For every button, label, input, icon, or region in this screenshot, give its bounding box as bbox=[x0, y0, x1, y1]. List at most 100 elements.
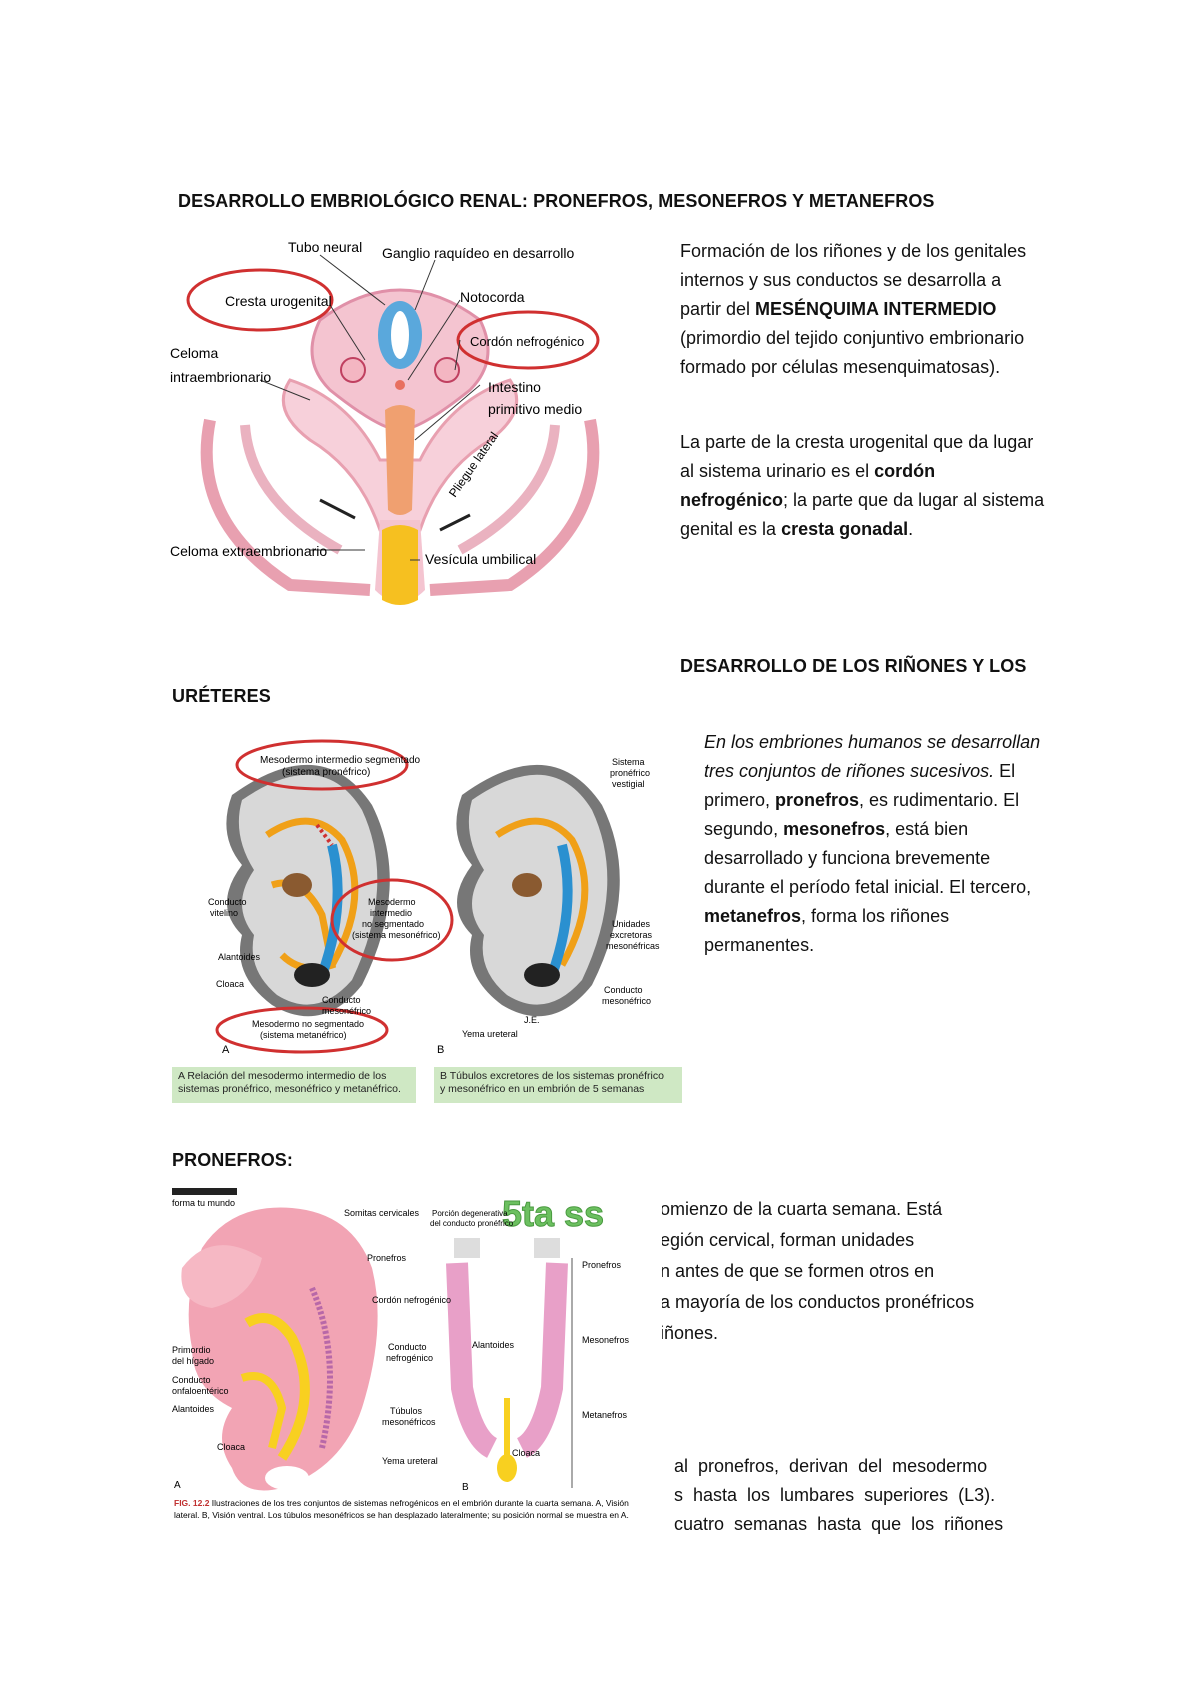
label-meta-2: (sistema metanéfrico) bbox=[260, 1030, 347, 1040]
label-vit-2: vitelino bbox=[210, 908, 238, 918]
section-heading-pronefros: PRONEFROS: bbox=[172, 1150, 294, 1170]
fig3-logo: forma tu mundo bbox=[172, 1198, 235, 1208]
label-mesonefros-r: Mesonefros bbox=[582, 1335, 630, 1345]
figure-cross-section: Tubo neural Ganglio raquídeo en desarrol… bbox=[170, 230, 660, 640]
label-unidades-2: excretoras bbox=[610, 930, 653, 940]
document-title: DESARROLLO EMBRIOLÓGICO RENAL: PRONEFROS… bbox=[178, 191, 935, 211]
mesonephros-left bbox=[446, 1262, 498, 1458]
label-ganglio: Ganglio raquídeo en desarrollo bbox=[382, 245, 574, 261]
intro-paragraph-2: La parte de la cresta urogenital que da … bbox=[680, 432, 1045, 539]
inner-wall-left bbox=[240, 424, 343, 555]
label-pronefros-r: Pronefros bbox=[582, 1260, 622, 1270]
label-alantoides-c: Alantoides bbox=[472, 1340, 515, 1350]
label-sist-pron-2: pronéfrico bbox=[610, 768, 650, 778]
highlight-cordon bbox=[456, 310, 600, 370]
label-cond-meso-1: Conducto bbox=[322, 995, 361, 1005]
nephrogenic-diagram: forma tu mundo 5ta ss Somitas cervicales… bbox=[172, 1188, 630, 1520]
label-noseg-1: Mesodermo bbox=[368, 897, 416, 907]
midgut bbox=[385, 405, 415, 515]
label-vit-1: Conducto bbox=[208, 897, 247, 907]
label-metanefros-r: Metanefros bbox=[582, 1410, 628, 1420]
fig2-caption-a: A Relación del mesodermo intermedio de l… bbox=[172, 1067, 416, 1103]
label-alantoides: Alantoides bbox=[218, 952, 261, 962]
label-noseg-3: no segmentado bbox=[362, 919, 424, 929]
label-alantoides: Alantoides bbox=[172, 1404, 215, 1414]
label-cordon: Cordón nefrogénico bbox=[372, 1295, 451, 1305]
label-celoma-extra: Celoma extraembrionario bbox=[170, 543, 327, 559]
ganglion-left bbox=[340, 357, 366, 383]
label-pronefros: Pronefros bbox=[367, 1253, 407, 1263]
section-heading-riñones: DESARROLLO DE LOS RIÑONES Y LOS bbox=[680, 656, 1027, 676]
nephrogenic-cord bbox=[309, 1286, 333, 1449]
label-somitas: Somitas cervicales bbox=[344, 1208, 420, 1218]
label-porcion-1: Porción degenerativa bbox=[432, 1209, 508, 1218]
section-heading-ureteres: URÉTERES bbox=[172, 686, 271, 706]
label-sist-pron-3: vestigial bbox=[612, 779, 645, 789]
label-primordio-2: del hígado bbox=[172, 1356, 214, 1366]
label-celoma-1: Celoma bbox=[170, 345, 218, 361]
label-letter-b: B bbox=[462, 1482, 469, 1493]
figure-nephrogenic-systems: forma tu mundo 5ta ss Somitas cervicales… bbox=[172, 1188, 662, 1560]
label-unidades-3: mesonéfricas bbox=[606, 941, 660, 951]
label-cond-b-2: mesonéfrico bbox=[602, 996, 651, 1006]
label-conducto-2: nefrogénico bbox=[386, 1353, 433, 1363]
label-tubo-neural: Tubo neural bbox=[288, 239, 362, 255]
mesonephric-duct-a bbox=[317, 843, 343, 977]
cross-section-diagram: Tubo neural Ganglio raquídeo en desarrol… bbox=[170, 239, 600, 605]
label-vesicula: Vesícula umbilical bbox=[425, 551, 536, 567]
highlight-cresta bbox=[186, 268, 334, 332]
fig2-caption-b: B Túbulos excretores de los sistemas pro… bbox=[434, 1067, 682, 1103]
label-yema: Yema ureteral bbox=[462, 1029, 518, 1039]
label-porcion-2: del conducto pronéfrico bbox=[430, 1219, 514, 1228]
ganglion-right bbox=[434, 357, 460, 383]
label-cond-b-1: Conducto bbox=[604, 985, 643, 995]
label-conducto-1: Conducto bbox=[388, 1342, 427, 1352]
mesoderm bbox=[281, 378, 519, 532]
label-tubulos-2: mesonéfricos bbox=[382, 1417, 436, 1427]
highlight-metanefrico bbox=[215, 1006, 389, 1054]
label-noseg-2: intermedio bbox=[370, 908, 412, 918]
yolk-sac bbox=[382, 525, 418, 605]
label-tubulos-1: Túbulos bbox=[390, 1406, 423, 1416]
label-cloaca: Cloaca bbox=[216, 979, 244, 989]
label-onf-1: Conducto bbox=[172, 1375, 211, 1385]
label-notocorda: Notocorda bbox=[460, 289, 525, 305]
label-sig: J.E. bbox=[524, 1015, 540, 1025]
label-meso-seg-2: (sistema pronéfrico) bbox=[282, 767, 370, 778]
label-letter-a: A bbox=[174, 1480, 181, 1491]
label-unidades-1: Unidades bbox=[612, 919, 651, 929]
label-cresta: Cresta urogenital bbox=[225, 293, 332, 309]
outer-wall-right bbox=[429, 418, 600, 596]
highlight-no-segmentado bbox=[330, 878, 454, 962]
label-meso-seg-1: Mesodermo intermedio segmentado bbox=[260, 755, 421, 766]
label-onf-2: onfaloentérico bbox=[172, 1386, 229, 1396]
overlay-5ta-ss: 5ta ss bbox=[502, 1193, 604, 1234]
label-intestino-2: primitivo medio bbox=[488, 401, 582, 417]
label-cond-meso-2: mesonéfrico bbox=[322, 1006, 371, 1016]
mesoderm-diagram: Mesodermo intermedio segmentado (sistema… bbox=[208, 739, 660, 1056]
label-cloaca: Cloaca bbox=[217, 1442, 245, 1452]
intro-paragraph-1: Formación de los riñones y de los genita… bbox=[680, 241, 1027, 377]
highlight-segmentado bbox=[235, 739, 409, 791]
cloaca-b bbox=[524, 963, 560, 987]
label-primordio-1: Primordio bbox=[172, 1345, 211, 1355]
mesonephros-right bbox=[516, 1262, 568, 1458]
section3-text-bottom: al pronefros, derivan del mesodermo s ha… bbox=[674, 1456, 1004, 1534]
label-yema: Yema ureteral bbox=[382, 1456, 438, 1466]
label-intestino-1: Intestino bbox=[488, 379, 541, 395]
section3-text-top: omienzo de la cuarta semana. Está egión … bbox=[660, 1199, 975, 1343]
label-cloaca-c: Cloaca bbox=[512, 1448, 540, 1458]
label-letter-b: B bbox=[437, 1044, 444, 1056]
outer-wall-left bbox=[200, 418, 371, 596]
fig3-caption-line-2: lateral. B, Visión ventral. Los túbulos … bbox=[174, 1510, 629, 1520]
notochord bbox=[395, 380, 405, 390]
label-sist-pron-1: Sistema bbox=[612, 757, 645, 767]
section2-paragraph: En los embriones humanos se desarrollan … bbox=[704, 732, 1041, 955]
label-noseg-4: (sistema mesonéfrico) bbox=[352, 930, 441, 940]
mesonephric-duct-b bbox=[547, 843, 573, 977]
fig3-caption-line-1: FIG. 12.2 Ilustraciones de los tres conj… bbox=[174, 1498, 629, 1508]
cloaca-b bbox=[497, 1454, 517, 1482]
label-cordon: Cordón nefrogénico bbox=[470, 334, 584, 349]
label-celoma-2: intraembrionario bbox=[170, 369, 271, 385]
label-letter-a: A bbox=[222, 1044, 230, 1056]
